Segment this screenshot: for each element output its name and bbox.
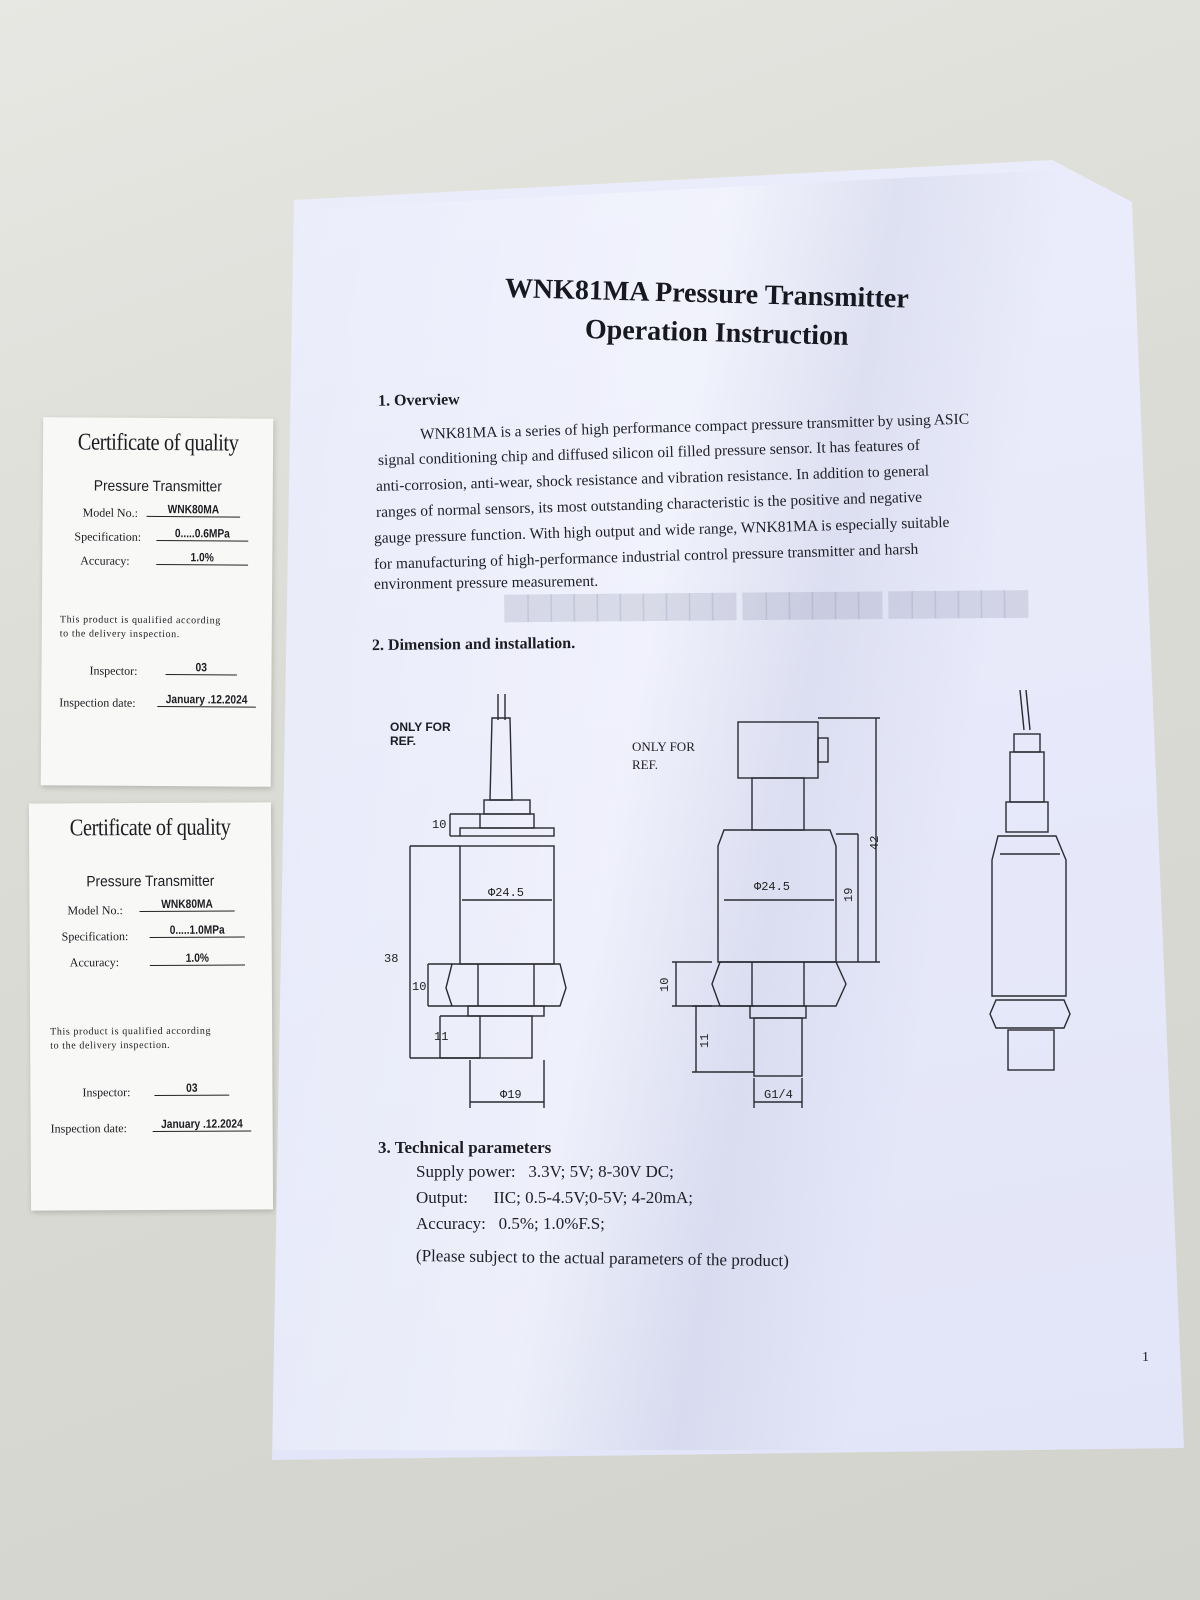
section-dimension-heading: 2. Dimension and installation. <box>371 634 576 655</box>
param-accuracy-value: 0.5%; 1.0%F.S; <box>498 1214 605 1233</box>
param-supply-label: Supply power: <box>416 1162 516 1181</box>
param-output-label: Output: <box>416 1188 468 1207</box>
specification-value: 0.....1.0MPa <box>149 922 245 939</box>
ref-label-right-line1: ONLY FOR <box>632 739 695 754</box>
param-output-value: IIC; 0.5-4.5V;0-5V; 4-20mA; <box>493 1188 694 1207</box>
model-value: WNK80MA <box>146 501 241 518</box>
accuracy-value: 1.0% <box>149 950 245 967</box>
qualified-note-line2: to the delivery inspection. <box>59 628 180 641</box>
ref-label-right-line2: REF. <box>632 757 659 772</box>
qualified-note-line2: to the delivery inspection. <box>50 1039 171 1052</box>
inspector-value: 03 <box>154 1080 230 1096</box>
model-label: Model No.: <box>67 903 123 918</box>
specification-label: Specification: <box>61 929 129 944</box>
certificate-subtitle: Pressure Transmitter <box>93 477 222 496</box>
inspection-date-value: January .12.2024 <box>152 1116 252 1132</box>
qualified-note-line1: This product is qualified according <box>59 614 221 627</box>
param-row-supply: Supply power: 3.3V; 5V; 8-30V DC; <box>416 1162 674 1182</box>
qualified-note-line1: This product is qualified according <box>50 1025 212 1038</box>
certificate-subtitle: Pressure Transmitter <box>86 872 215 891</box>
model-label: Model No.: <box>82 505 139 520</box>
inspector-label: Inspector: <box>82 1085 131 1100</box>
overview-line-7: environment pressure measurement. <box>373 572 599 593</box>
certificate-title: Certificate of quality <box>77 429 239 457</box>
certificate-card-1: Certificate of quality Pressure Transmit… <box>40 417 274 787</box>
accuracy-label: Accuracy: <box>80 553 130 568</box>
section-overview-heading: 1. Overview <box>377 391 460 410</box>
specification-value: 0.....0.6MPa <box>156 525 249 542</box>
certificate-card-2: Certificate of quality Pressure Transmit… <box>28 802 274 1211</box>
param-row-output: Output: IIC; 0.5-4.5V;0-5V; 4-20mA; <box>416 1188 693 1208</box>
inspection-date-label: Inspection date: <box>50 1121 127 1136</box>
param-row-accuracy: Accuracy: 0.5%; 1.0%F.S; <box>416 1214 605 1234</box>
inspection-date-label: Inspection date: <box>59 695 136 710</box>
ref-label-left-line2: REF. <box>390 734 417 748</box>
inspection-date-value: January .12.2024 <box>157 692 256 708</box>
accuracy-value: 1.0% <box>156 549 249 566</box>
specification-label: Specification: <box>74 529 142 544</box>
ref-label-left: ONLY FOR REF. <box>390 720 451 748</box>
param-accuracy-label: Accuracy: <box>416 1214 486 1233</box>
inspector-value: 03 <box>165 660 237 676</box>
certificate-title: Certificate of quality <box>69 814 231 842</box>
page-number: 1 <box>1142 1350 1149 1365</box>
ref-label-left-line1: ONLY FOR <box>390 720 451 734</box>
model-value: WNK80MA <box>139 896 235 913</box>
section-technical-heading: 3. Technical parameters <box>378 1138 552 1157</box>
param-supply-value: 3.3V; 5V; 8-30V DC; <box>528 1162 674 1181</box>
accuracy-label: Accuracy: <box>69 955 120 970</box>
inspector-label: Inspector: <box>89 663 138 678</box>
ref-label-right: ONLY FOR REF. <box>632 738 695 774</box>
